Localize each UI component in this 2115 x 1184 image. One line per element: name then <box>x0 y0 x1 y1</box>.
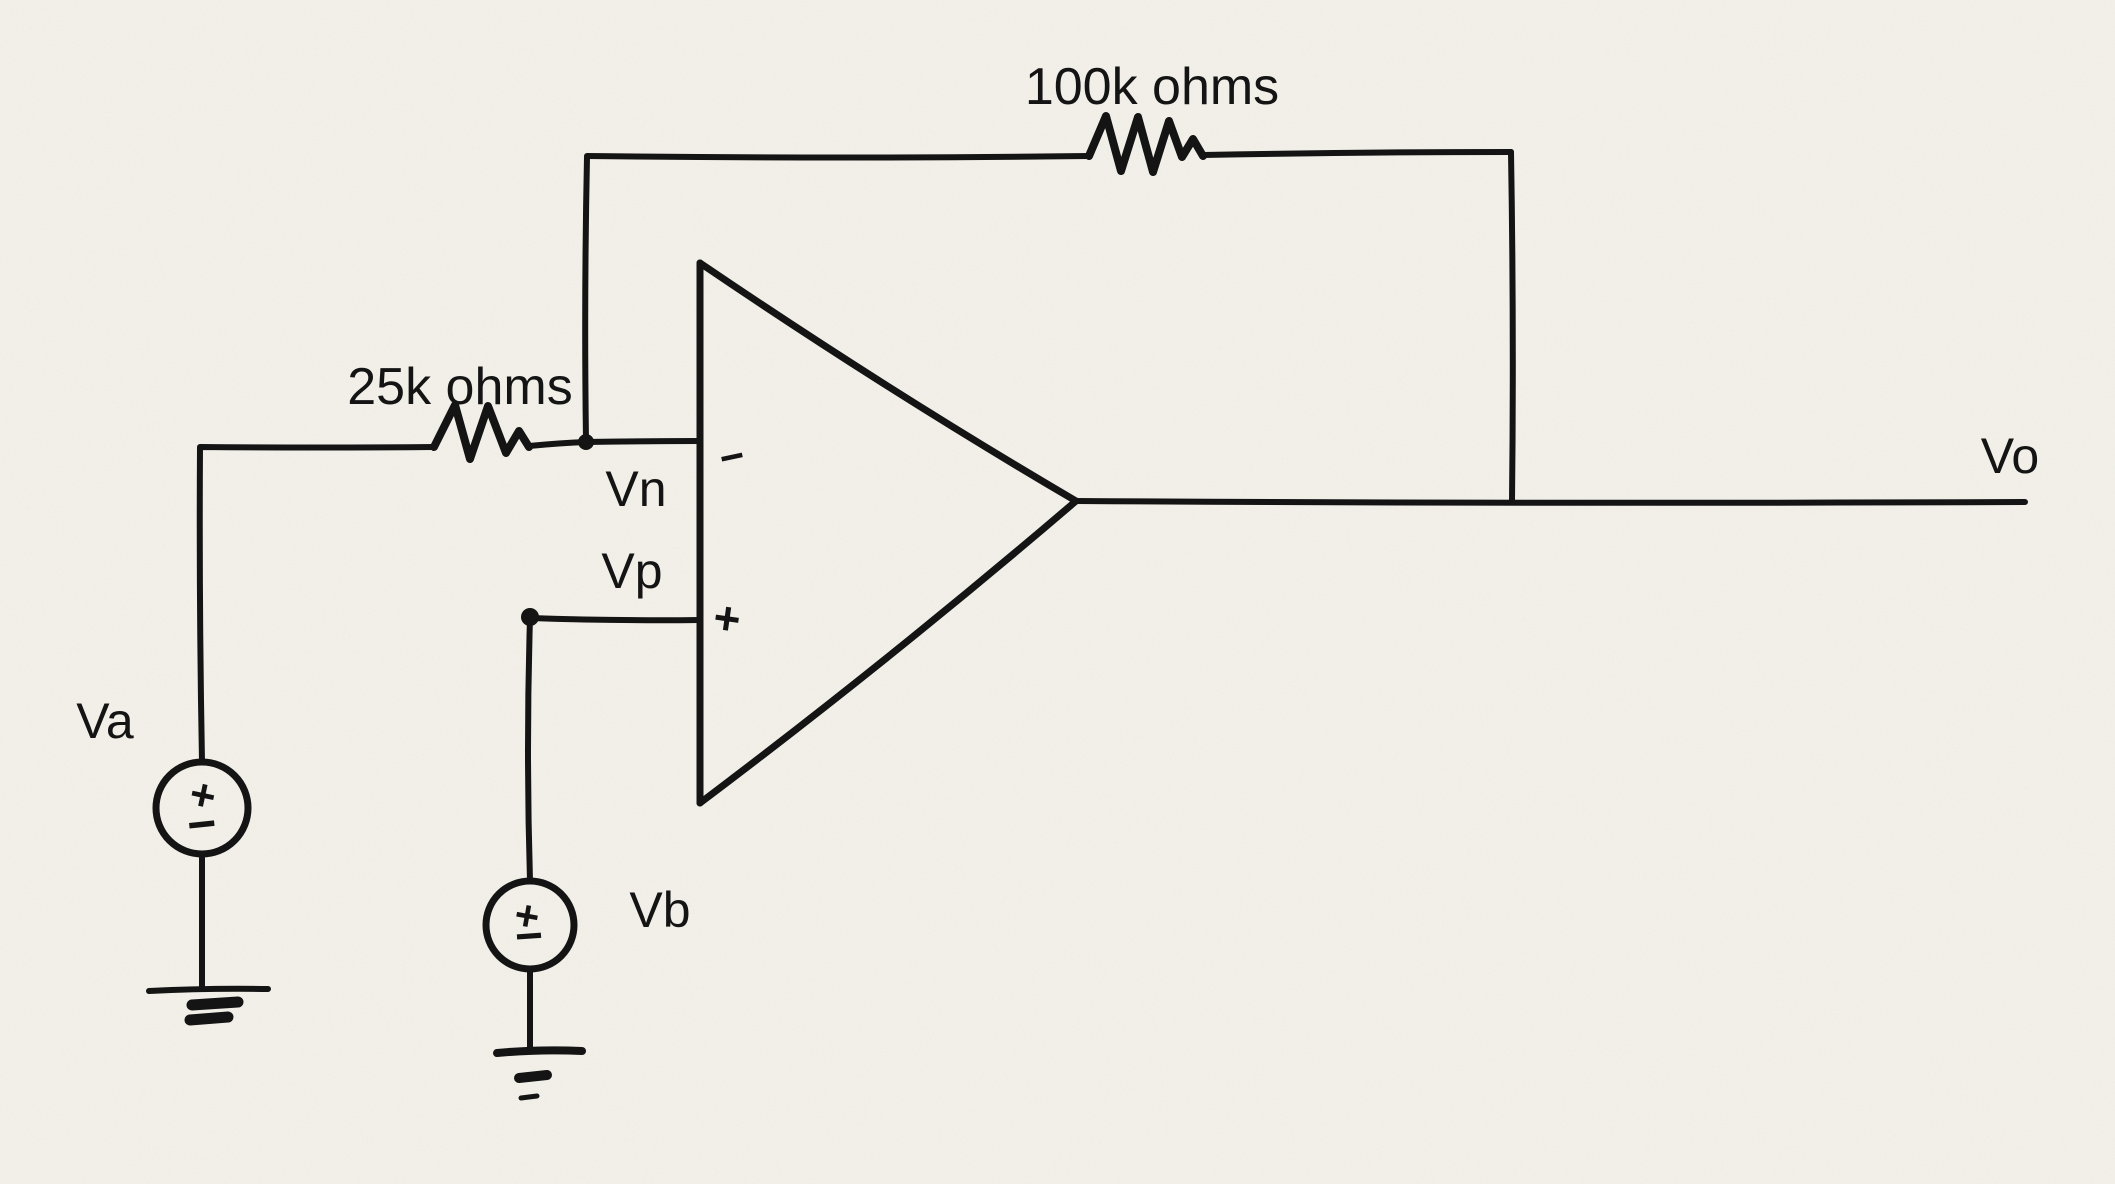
feedback-wire-top-right <box>1200 149 1514 158</box>
feedback-resistor-squiggle-icon <box>1085 112 1207 176</box>
feedback-wire-top-left <box>584 153 1092 161</box>
vb-ground-icon <box>493 1046 586 1101</box>
node-label-vn: Vn <box>605 461 666 517</box>
va-ground-bar-2 <box>186 996 244 1011</box>
feedback-path <box>582 112 1516 504</box>
opamp: − + <box>696 259 1080 807</box>
opamp-bottom-edge <box>696 497 1080 807</box>
va-voltage-source: + − <box>146 758 271 1026</box>
vp-node-wire <box>527 615 703 624</box>
vb-voltage-source: + − <box>482 877 586 1101</box>
va-ground-bar-1 <box>146 985 271 994</box>
feedback-resistor-label: 100k ohms <box>1025 58 1279 116</box>
vn-junction-dot <box>578 434 594 450</box>
feedback-wire-left-vertical <box>582 154 590 444</box>
source-label-va: Va <box>76 693 134 749</box>
source-label-vb: Vb <box>629 882 690 938</box>
input-resistor-squiggle-icon <box>430 401 533 463</box>
output-label-vo: Vo <box>1981 428 2039 484</box>
va-ground-icon <box>146 985 271 1026</box>
va-minus-icon: − <box>184 795 219 854</box>
va-input-wire <box>196 444 437 765</box>
vb-ground-bar-3 <box>518 1093 540 1101</box>
output-wire <box>1073 498 2028 506</box>
feedback-wire-right-vertical <box>1508 149 1516 504</box>
vp-junction-dot <box>521 608 539 626</box>
inverting-input-path <box>196 401 703 765</box>
vb-input-wire <box>525 615 533 884</box>
node-label-vp: Vp <box>601 543 662 599</box>
noninverting-input-path <box>521 608 703 884</box>
vb-ground-bar-1 <box>493 1046 586 1057</box>
va-ground-bar-3 <box>184 1011 234 1026</box>
opamp-top-edge <box>696 259 1080 505</box>
vb-ground-bar-2 <box>514 1070 552 1083</box>
vb-minus-icon: − <box>513 909 545 964</box>
input-resistor-label: 25k ohms <box>347 358 572 416</box>
